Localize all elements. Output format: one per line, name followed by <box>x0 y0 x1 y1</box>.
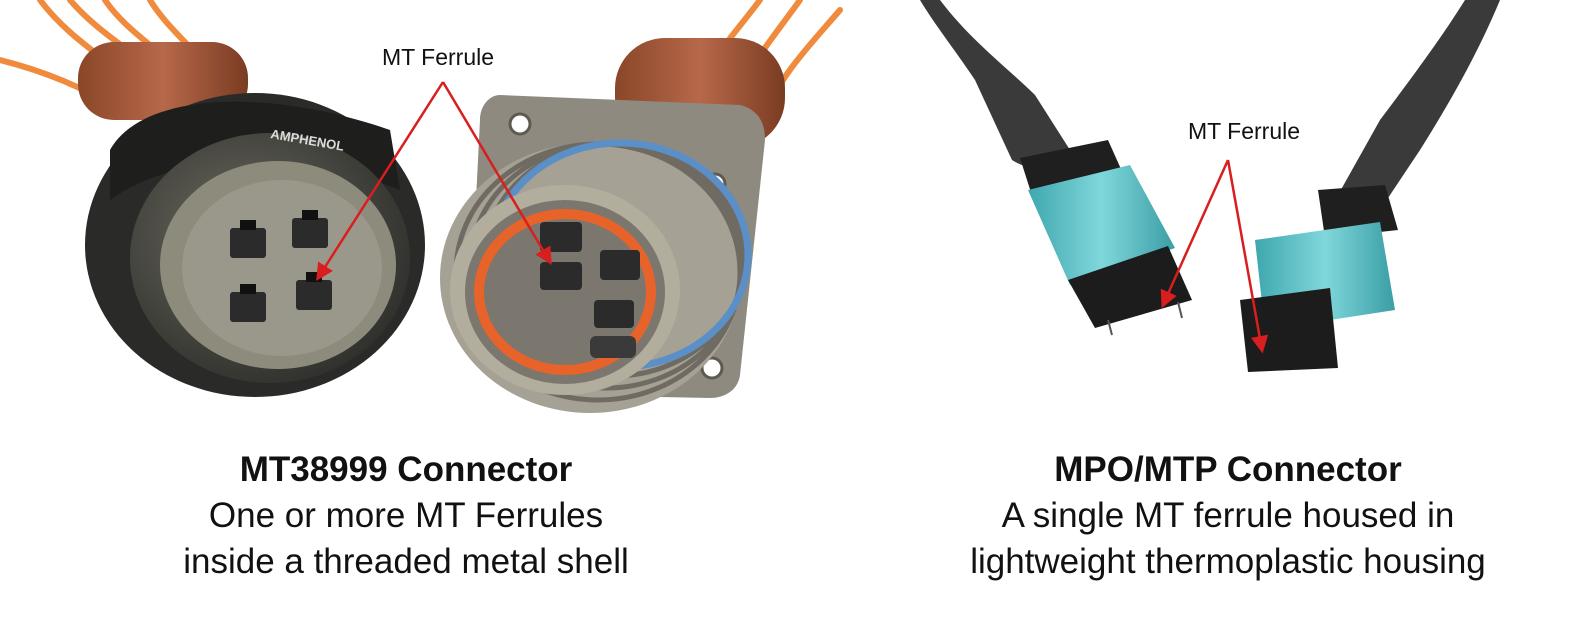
mpo-aqua-housing-left <box>1028 165 1175 285</box>
arrow-to-mpo-ferrule-right <box>1226 159 1269 354</box>
left-callout-arrows <box>316 81 552 281</box>
mt38999-description-line-2: inside a threaded metal shell <box>183 542 629 581</box>
arrow-to-plug-ferrule <box>316 81 445 281</box>
mt-ferrule-label-left: MT Ferrule <box>382 44 495 70</box>
mt38999-title: MT38999 Connector <box>239 450 573 489</box>
mt-ferrule-label-right: MT Ferrule <box>1188 118 1301 144</box>
mpo-mtp-title: MPO/MTP Connector <box>1054 450 1402 489</box>
mt38999-description-line-1: One or more MT Ferrules <box>208 496 604 535</box>
mpo-mtp-caption: MPO/MTP Connector A single MT ferrule ho… <box>848 447 1596 585</box>
right-callout-arrows <box>1160 159 1269 354</box>
mt38999-receptacle <box>440 0 843 413</box>
arrow-to-mpo-ferrule-left <box>1160 159 1230 309</box>
mpo-connector-right <box>1240 0 1500 372</box>
receptacle-ferrules <box>540 222 640 358</box>
plug-ferrules <box>230 210 332 322</box>
mpo-ferrule-right <box>1240 288 1338 372</box>
orange-seal <box>474 209 656 375</box>
mpo-cable-right <box>1338 0 1500 212</box>
mpo-mtp-description-line-2: lightweight thermoplastic housing <box>970 542 1486 581</box>
arrow-to-receptacle-ferrule <box>441 81 552 266</box>
mpo-cable-left <box>920 0 1070 168</box>
mt38999-caption: MT38999 Connector One or more MT Ferrule… <box>26 447 786 585</box>
mpo-mtp-description-line-1: A single MT ferrule housed in <box>1001 496 1455 535</box>
mt38999-plug: AMPHENOL <box>0 0 425 397</box>
mpo-connector-left <box>920 0 1192 336</box>
